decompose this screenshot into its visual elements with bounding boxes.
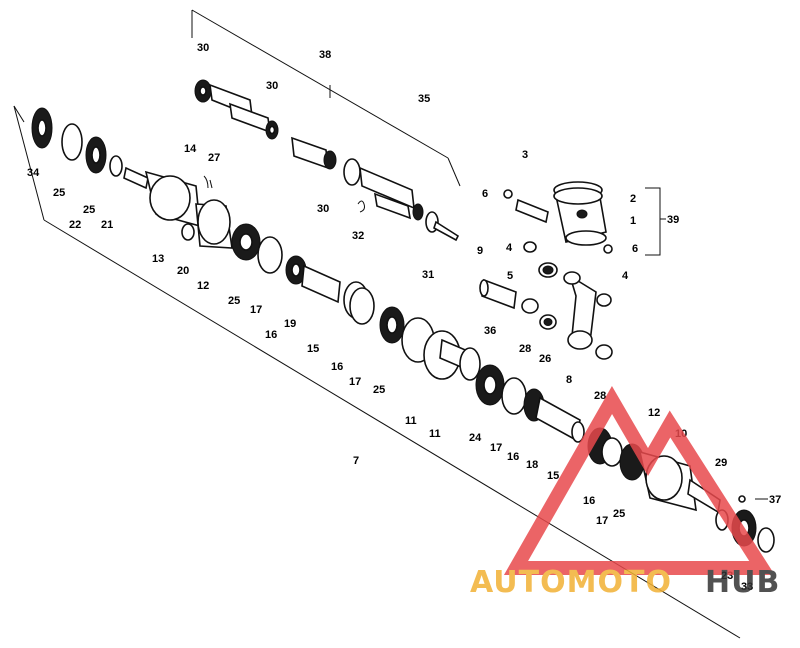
label-17: 17 xyxy=(596,515,608,527)
label-17: 17 xyxy=(490,442,502,454)
label-13: 13 xyxy=(152,253,164,265)
label-3: 3 xyxy=(522,149,528,161)
label-4: 4 xyxy=(622,270,629,282)
connecting-rod xyxy=(479,241,613,360)
part-number-labels: 30 38 30 35 3 14 27 34 25 6 2 30 25 39 1… xyxy=(27,42,781,593)
label-16: 16 xyxy=(583,495,595,507)
label-34: 34 xyxy=(27,167,40,179)
label-35: 35 xyxy=(418,93,430,105)
label-22: 22 xyxy=(69,219,81,231)
label-25: 25 xyxy=(53,187,65,199)
label-15: 15 xyxy=(307,343,319,355)
label-25: 25 xyxy=(228,295,240,307)
watermark-word-orange: AUTOMOTO xyxy=(470,565,672,600)
label-31: 31 xyxy=(422,269,434,281)
label-36: 36 xyxy=(484,325,496,337)
label-11: 11 xyxy=(429,428,441,440)
label-26: 26 xyxy=(539,353,551,365)
label-20: 20 xyxy=(177,265,189,277)
label-30: 30 xyxy=(197,42,209,54)
label-7: 7 xyxy=(353,455,359,467)
label-27: 27 xyxy=(208,152,220,164)
label-16: 16 xyxy=(331,361,343,373)
label-8: 8 xyxy=(566,374,572,386)
label-6: 6 xyxy=(632,243,638,255)
label-14: 14 xyxy=(184,143,197,155)
label-16: 16 xyxy=(507,451,519,463)
crankshaft-assembly xyxy=(31,107,775,553)
label-2: 2 xyxy=(630,193,636,205)
automotohub-watermark: AUTOMOTO HUB xyxy=(470,385,780,600)
label-24: 24 xyxy=(469,432,482,444)
label-25: 25 xyxy=(613,508,625,520)
label-38: 38 xyxy=(319,49,331,61)
label-29: 29 xyxy=(715,457,727,469)
watermark-triangle xyxy=(503,385,775,575)
label-28: 28 xyxy=(519,343,531,355)
label-30: 30 xyxy=(266,80,278,92)
label-17: 17 xyxy=(349,376,361,388)
label-11: 11 xyxy=(405,415,417,427)
label-25: 25 xyxy=(373,384,385,396)
label-39: 39 xyxy=(667,214,679,226)
label-1: 1 xyxy=(630,215,636,227)
label-4: 4 xyxy=(506,242,513,254)
label-15: 15 xyxy=(547,470,559,482)
watermark-word-dark: HUB xyxy=(705,565,780,600)
label-21: 21 xyxy=(101,219,113,231)
label-5: 5 xyxy=(507,270,513,282)
label-12: 12 xyxy=(648,407,660,419)
label-19: 19 xyxy=(284,318,296,330)
label-17: 17 xyxy=(250,304,262,316)
label-37: 37 xyxy=(769,494,781,506)
label-33: 33 xyxy=(741,581,753,593)
label-18: 18 xyxy=(526,459,538,471)
label-28: 28 xyxy=(594,390,606,402)
label-30: 30 xyxy=(317,203,329,215)
label-16: 16 xyxy=(265,329,277,341)
label-25: 25 xyxy=(83,204,95,216)
label-32: 32 xyxy=(352,230,364,242)
label-6: 6 xyxy=(482,188,488,200)
piston-group xyxy=(503,181,613,254)
label-12: 12 xyxy=(197,280,209,292)
label-9: 9 xyxy=(477,245,483,257)
upper-shaft-assembly xyxy=(194,79,460,242)
